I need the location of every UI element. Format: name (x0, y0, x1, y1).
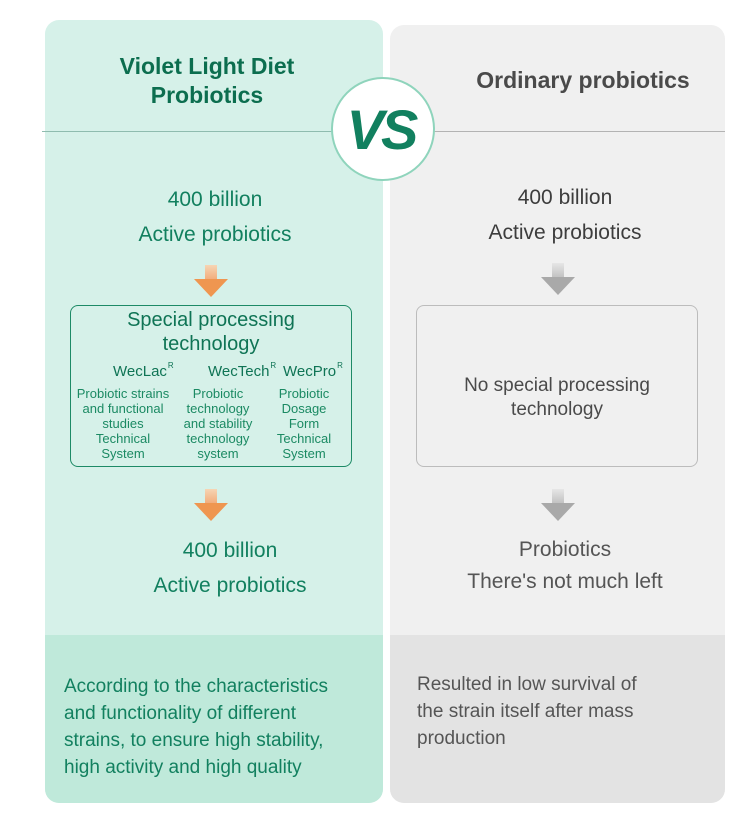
special-technology-box: Special processing technology WecLacR We… (70, 305, 352, 467)
desc-line: technology (186, 401, 250, 416)
down-arrow-icon (541, 489, 575, 523)
footer-line: Resulted in low survival of (417, 674, 637, 695)
left-bottom-quantity: 400 billion Active probiotics (70, 533, 390, 603)
down-arrow-icon (194, 489, 228, 523)
right-top-label: Active probiotics (488, 221, 642, 244)
desc-line: System (282, 446, 326, 461)
brand-wectech: WecTechR (208, 361, 276, 380)
left-footer-text: According to the characteristics and fun… (64, 673, 364, 781)
no-technology-box: No special processing technology (416, 305, 698, 467)
registered-mark: R (270, 361, 277, 370)
desc-line: System (101, 446, 145, 461)
desc-line: Form (288, 416, 320, 431)
desc-line: studies (102, 416, 144, 431)
down-arrow-icon (541, 263, 575, 297)
no-technology-line1: No special processing (464, 375, 650, 396)
right-footer-text: Resulted in low survival of the strain i… (417, 671, 707, 752)
brand-weclac-description: Probiotic strains and functional studies… (73, 386, 173, 461)
desc-line: and functional (82, 401, 164, 416)
brand-wectech-name: WecTech (208, 363, 270, 380)
brand-wecpro-name: WecPro (283, 363, 337, 380)
right-top-amount: 400 billion (517, 186, 613, 209)
desc-line: Probiotic (278, 386, 330, 401)
desc-line: Probiotic strains (76, 386, 170, 401)
vs-badge: VS (331, 77, 435, 181)
desc-line: system (197, 446, 239, 461)
right-bottom-line1: Probiotics (518, 538, 612, 561)
left-bottom-label: Active probiotics (153, 574, 307, 597)
right-panel (390, 25, 725, 803)
special-technology-title-line1: Special processing (127, 309, 295, 331)
desc-line: Dosage (281, 401, 327, 416)
left-title-line2: Probiotics (150, 82, 264, 108)
footer-line: high activity and high quality (64, 757, 302, 778)
right-bottom-result: Probiotics There's not much left (420, 534, 710, 598)
footer-line: the strain itself after mass (417, 701, 634, 722)
footer-line: and functionality of different (64, 703, 297, 724)
registered-mark: R (337, 361, 343, 370)
desc-line: technology (186, 431, 250, 446)
brand-wecpro-description: Probiotic Dosage Form Technical System (254, 386, 354, 461)
footer-line: According to the characteristics (64, 676, 329, 697)
left-top-label: Active probiotics (138, 223, 292, 246)
right-top-quantity: 400 billion Active probiotics (420, 180, 710, 250)
left-top-quantity: 400 billion Active probiotics (70, 182, 360, 252)
desc-line: and stability (183, 416, 253, 431)
footer-line: strains, to ensure high stability, (64, 730, 324, 751)
desc-line: Technical (276, 431, 332, 446)
no-technology-line2: technology (511, 399, 603, 420)
desc-line: Probiotic (192, 386, 244, 401)
left-divider (42, 131, 342, 132)
right-title: Ordinary probiotics (476, 67, 690, 93)
left-title: Violet Light Diet Probiotics (92, 52, 322, 110)
right-divider (430, 131, 725, 132)
brand-wectech-description: Probiotic technology and stability techn… (168, 386, 268, 461)
left-bottom-amount: 400 billion (182, 539, 278, 562)
footer-line: production (417, 728, 506, 749)
left-title-line1: Violet Light Diet (119, 53, 295, 79)
special-technology-title: Special processing technology (71, 308, 351, 356)
down-arrow-icon (194, 265, 228, 299)
left-top-amount: 400 billion (167, 188, 263, 211)
brand-wecpro: WecProR (283, 361, 343, 380)
no-technology-text: No special processing technology (417, 374, 697, 422)
right-bottom-line2: There's not much left (467, 570, 663, 593)
registered-mark: R (167, 361, 174, 370)
brand-weclac-name: WecLac (113, 363, 167, 380)
right-footer-band (390, 635, 725, 803)
left-panel (45, 20, 383, 803)
left-footer-band (45, 635, 383, 803)
vs-text: VS (346, 97, 419, 161)
brand-weclac: WecLacR (113, 361, 174, 380)
special-technology-title-line2: technology (162, 333, 260, 355)
desc-line: Technical (95, 431, 151, 446)
